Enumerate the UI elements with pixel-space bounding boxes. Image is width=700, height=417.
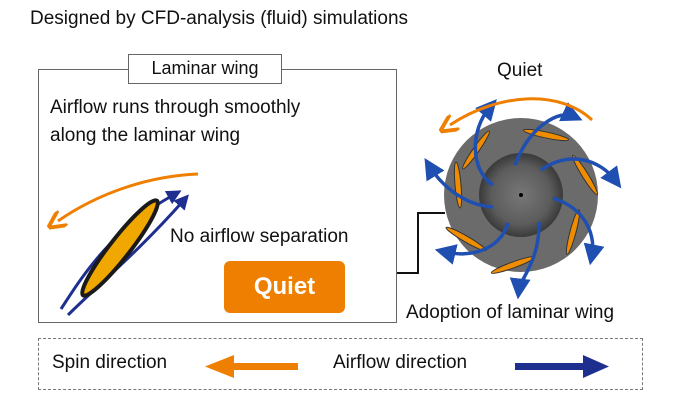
wing-illustration xyxy=(58,172,199,317)
description-line-2: along the laminar wing xyxy=(50,125,241,146)
legend-airflow-arrow xyxy=(515,355,609,378)
panel-tag: Laminar wing xyxy=(128,54,282,84)
connector-line xyxy=(397,212,445,274)
laminar-wing-shape xyxy=(80,198,160,298)
fan-impeller-icon xyxy=(424,97,622,300)
spin-arrow xyxy=(58,172,199,221)
legend-box xyxy=(38,338,643,390)
description-line-1: Airflow runs through smoothly xyxy=(50,97,301,118)
panel-description: Airflow runs through smoothly along the … xyxy=(50,94,300,150)
fan-spin-arrow xyxy=(450,97,594,125)
quiet-badge: Quiet xyxy=(224,261,345,313)
legend-spin-arrow xyxy=(205,355,298,378)
adoption-label: Adoption of laminar wing xyxy=(406,302,615,323)
legend-spin-label: Spin direction xyxy=(52,352,168,373)
legend-airflow-label: Airflow direction xyxy=(333,352,468,373)
diagram-title: Designed by CFD-analysis (fluid) simulat… xyxy=(30,8,409,29)
no-separation-label: No airflow separation xyxy=(170,226,349,247)
fan-quiet-label: Quiet xyxy=(497,60,543,81)
